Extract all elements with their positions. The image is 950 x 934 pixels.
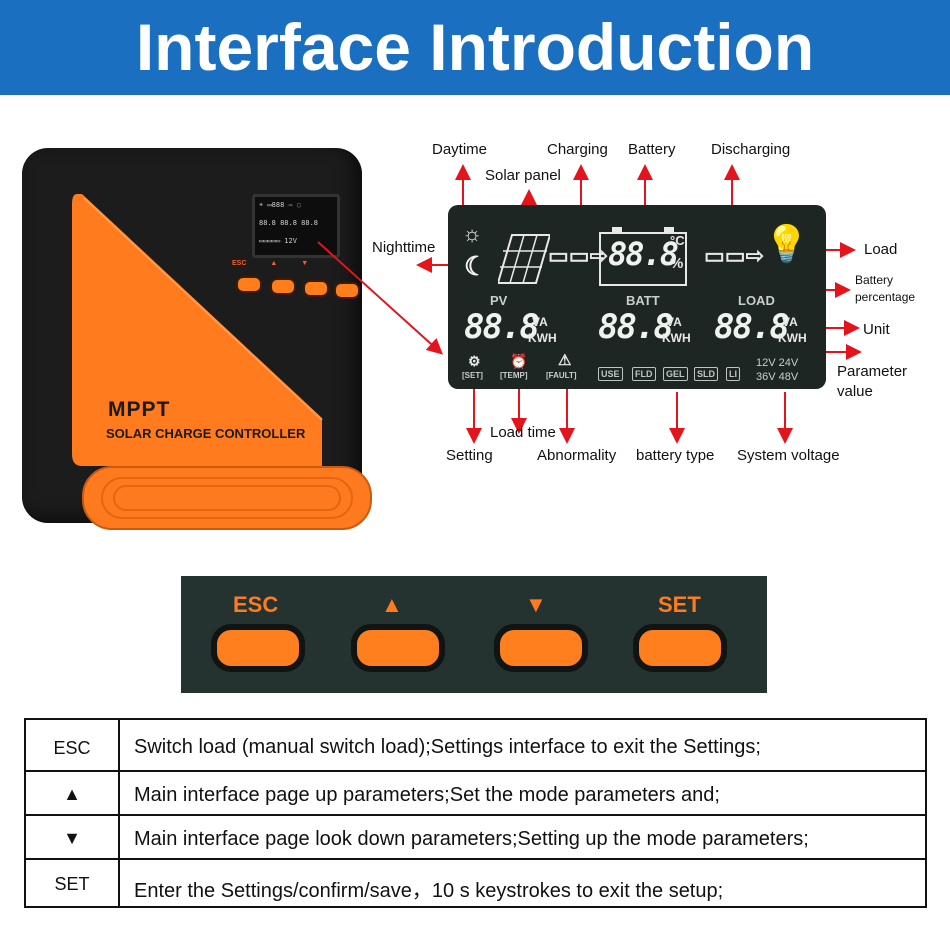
table-row: ▲ Main interface page up parameters;Set … xyxy=(26,770,925,816)
annotation-system-voltage: System voltage xyxy=(737,447,840,464)
annotation-load-time: Load time xyxy=(490,424,556,441)
down-button[interactable] xyxy=(494,624,588,672)
annotation-unit: Unit xyxy=(863,321,890,338)
battery-type-gel: GEL xyxy=(663,367,688,381)
device-set-button xyxy=(334,282,360,299)
pv-label: PV xyxy=(490,293,508,308)
battery-value: 88.8 xyxy=(608,235,679,273)
gear-icon: ⚙ xyxy=(468,353,481,369)
pv-value: 88.8 xyxy=(464,307,540,347)
esc-button[interactable] xyxy=(211,624,305,672)
button-panel: ESC ▲ ▼ SET xyxy=(181,576,767,693)
annotation-load: Load xyxy=(864,241,898,258)
temp-label: [TEMP] xyxy=(500,371,528,380)
temp-unit: °C xyxy=(670,233,685,248)
down-label: ▼ xyxy=(525,592,547,617)
annotation-battery: Battery xyxy=(628,141,676,158)
up-label: ▲ xyxy=(381,592,403,617)
pv-unit-kwh: KWH xyxy=(528,331,557,345)
annotation-discharging: Discharging xyxy=(711,141,791,158)
table-row: SET Enter the Settings/confirm/save，10 s… xyxy=(26,858,925,906)
clock-icon: ⏰ xyxy=(510,353,528,369)
discharging-arrow-icon: ▭▭⇨ xyxy=(704,243,765,268)
table-divider xyxy=(118,720,120,906)
load-bulb-icon: 💡 xyxy=(764,223,809,264)
device-bottom-bumper xyxy=(82,466,372,530)
button-function-table: ESC Switch load (manual switch load);Set… xyxy=(24,718,927,908)
annotation-battery-type: battery type xyxy=(636,447,715,464)
table-row: ▼ Main interface page look down paramete… xyxy=(26,814,925,860)
up-button[interactable] xyxy=(351,624,445,672)
percent-unit: % xyxy=(670,255,684,272)
page-title: Interface Introduction xyxy=(0,0,950,95)
annotation-battery-percentage-1: Battery xyxy=(855,273,894,287)
annotation-charging: Charging xyxy=(547,141,608,158)
voltage-row-1: 12V 24V xyxy=(756,357,799,369)
table-key: ▲ xyxy=(63,784,81,804)
batt-value: 88.8 xyxy=(598,307,674,347)
controller-device-image: ☀ ▭888 ⇨ ◌ 88.8 88.8 88.8 ▭▭▭▭▭ 12V ESC … xyxy=(22,148,372,530)
moon-icon: ☾ xyxy=(464,251,488,281)
load-label: LOAD xyxy=(738,293,775,308)
annotation-battery-percentage-2: percentage xyxy=(855,290,916,304)
device-esc-button xyxy=(236,276,262,293)
table-key: ESC xyxy=(53,738,91,758)
load-unit-va: VA xyxy=(782,315,798,329)
table-desc: Main interface page look down parameters… xyxy=(134,828,809,850)
device-subtitle: SOLAR CHARGE CONTROLLER xyxy=(106,426,306,441)
device-up-button xyxy=(270,278,296,295)
annotation-daytime: Daytime xyxy=(432,141,488,158)
batt-unit-va: VA xyxy=(666,315,682,329)
battery-type-li: LI xyxy=(726,367,740,381)
device-lcd: ☀ ▭888 ⇨ ◌ 88.8 88.8 88.8 ▭▭▭▭▭ 12V xyxy=(252,194,340,258)
annotation-parameter-value-1: Parameter xyxy=(837,363,908,380)
annotation-nighttime: Nighttime xyxy=(372,239,436,256)
table-desc: Switch load (manual switch load);Setting… xyxy=(134,736,761,758)
set-button[interactable] xyxy=(633,624,727,672)
table-key: ▼ xyxy=(63,828,81,848)
set-label: SET xyxy=(658,592,701,617)
charging-arrow-icon: ▭▭⇨ xyxy=(548,243,609,268)
annotation-setting: Setting xyxy=(446,447,493,464)
lcd-diagram: ☼ ☾ ▭▭⇨ 88.8 °C % ▭▭⇨ 💡 PV BATT LOAD 88.… xyxy=(448,205,826,389)
device-button-labels: ESC ▲ ▼ xyxy=(232,260,309,267)
solar-panel-icon xyxy=(498,234,550,284)
fault-label: [FAULT] xyxy=(546,371,577,380)
annotation-solar-panel: Solar panel xyxy=(485,167,561,184)
device-orange-panel xyxy=(72,194,323,466)
device-brand: MPPT xyxy=(108,398,171,421)
batt-unit-kwh: KWH xyxy=(662,331,691,345)
battery-type-sld: SLD xyxy=(694,367,718,381)
batt-label: BATT xyxy=(626,293,660,308)
pv-unit-va: VA xyxy=(532,315,548,329)
esc-label: ESC xyxy=(233,592,279,617)
warning-icon: ⚠ xyxy=(558,352,572,369)
table-key: SET xyxy=(54,874,90,894)
annotation-parameter-value-2: value xyxy=(837,383,873,400)
set-label: [SET] xyxy=(462,371,483,380)
table-desc: Main interface page up parameters;Set th… xyxy=(134,784,720,806)
annotation-abnormality: Abnormality xyxy=(537,447,617,464)
sun-icon: ☼ xyxy=(462,221,483,246)
table-desc: Enter the Settings/confirm/save，10 s key… xyxy=(134,880,724,902)
battery-type-use: USE xyxy=(598,367,623,381)
load-value: 88.8 xyxy=(714,307,790,347)
table-row: ESC Switch load (manual switch load);Set… xyxy=(26,720,925,770)
device-down-button xyxy=(303,280,329,297)
battery-icon xyxy=(599,227,687,286)
battery-type-fld: FLD xyxy=(632,367,656,381)
load-unit-kwh: KWH xyxy=(778,331,807,345)
voltage-row-2: 36V 48V xyxy=(756,371,799,383)
